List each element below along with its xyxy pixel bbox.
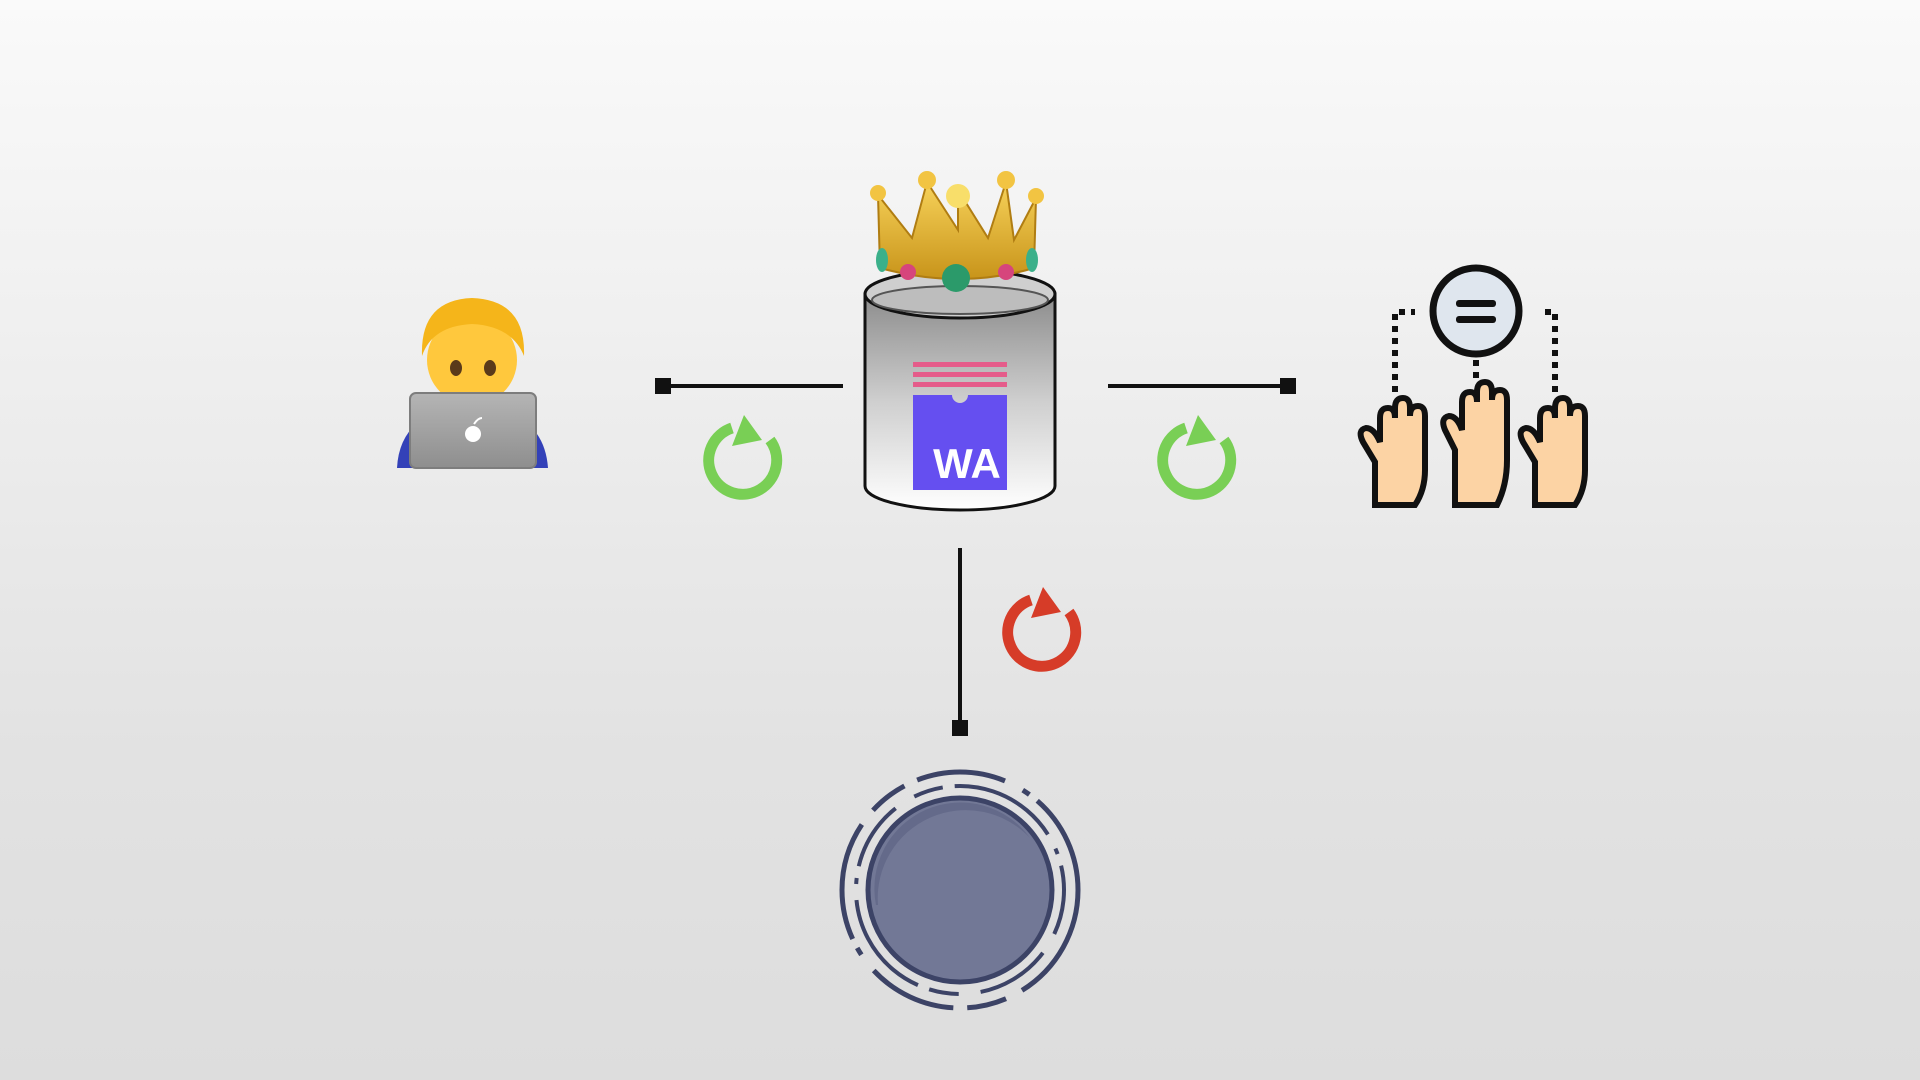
edge-developer-database bbox=[655, 378, 843, 394]
refresh-icon-ok-right bbox=[1157, 415, 1237, 500]
webassembly-badge: WA bbox=[913, 362, 1007, 490]
database-node: WA bbox=[863, 171, 1057, 512]
circular-node-icon bbox=[839, 769, 1081, 1011]
crown-icon bbox=[870, 171, 1044, 292]
raised-hand-icon bbox=[1357, 394, 1428, 508]
developer-icon bbox=[397, 298, 548, 469]
raised-hand-icon bbox=[1517, 394, 1588, 508]
edge-endpoint-marker bbox=[952, 720, 968, 736]
raised-hands-consensus-icon bbox=[1357, 264, 1588, 508]
edge-endpoint-marker bbox=[655, 378, 671, 394]
edge-database-node bbox=[952, 548, 968, 736]
edge-endpoint-marker bbox=[1280, 378, 1296, 394]
edge-database-voters bbox=[1108, 378, 1296, 394]
apple-logo-icon bbox=[465, 417, 483, 442]
raised-hand-icon bbox=[1440, 378, 1510, 508]
webassembly-badge-label: WA bbox=[933, 440, 1001, 487]
equals-icon bbox=[1429, 264, 1523, 358]
refresh-icon-error bbox=[1002, 587, 1082, 672]
refresh-icon-ok-left bbox=[703, 415, 783, 500]
database-cylinder-icon bbox=[863, 268, 1057, 512]
